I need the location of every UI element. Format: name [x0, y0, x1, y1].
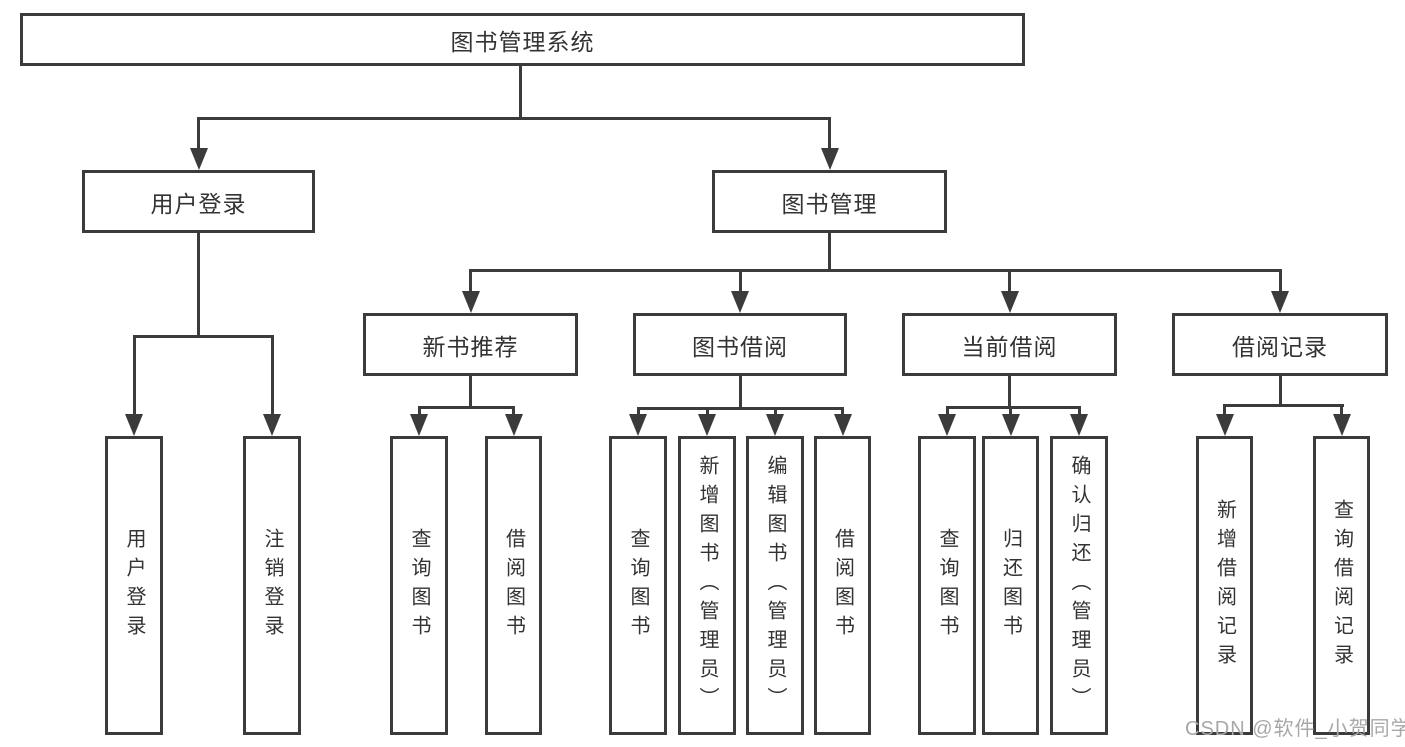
connector-segment	[1223, 404, 1226, 416]
node-book-borrow: 图书借阅	[633, 313, 847, 376]
leaf-add-books-admin: 新增图书（管理员）	[678, 436, 736, 735]
leaf-logout-label: 注销登录	[261, 527, 283, 644]
leaf-logout: 注销登录	[243, 436, 301, 735]
leaf-query-books-borrow: 查询图书	[609, 436, 667, 735]
leaf-query-books-newbook: 查询图书	[390, 436, 448, 735]
node-borrow-records-label: 借阅记录	[1232, 333, 1328, 360]
node-user-login-label: 用户登录	[150, 190, 247, 217]
arrow-down-icon	[731, 291, 749, 313]
arrow-down-icon	[1002, 414, 1020, 436]
leaf-borrow-books-newbook-label: 借阅图书	[502, 527, 525, 644]
leaf-query-books-newbook-label: 查询图书	[408, 527, 430, 644]
leaf-user-login-label: 用户登录	[123, 527, 145, 644]
node-book-management-label: 图书管理	[781, 190, 878, 217]
node-user-login: 用户登录	[82, 170, 315, 233]
arrow-down-icon	[1070, 414, 1088, 436]
connector-segment	[946, 406, 949, 416]
leaf-edit-books-admin: 编辑图书（管理员）	[746, 436, 804, 735]
connector-segment	[1008, 269, 1011, 293]
arrow-down-icon	[1001, 291, 1019, 313]
arrow-down-icon	[263, 414, 281, 436]
node-borrow-records: 借阅记录	[1172, 313, 1388, 376]
arrow-down-icon	[938, 414, 956, 436]
arrow-down-icon	[505, 414, 523, 436]
connector-segment	[637, 407, 844, 410]
connector-segment	[1223, 404, 1344, 407]
connector-segment	[469, 269, 1282, 272]
arrow-down-icon	[125, 414, 143, 436]
connector-segment	[1340, 404, 1343, 416]
arrow-down-icon	[834, 414, 852, 436]
connector-segment	[1009, 406, 1012, 416]
node-new-book-recommend-label: 新书推荐	[422, 333, 519, 360]
leaf-confirm-return-admin: 确认归还（管理员）	[1050, 436, 1108, 735]
connector-segment	[706, 407, 709, 416]
connector-segment	[418, 406, 421, 416]
leaf-borrow-books-newbook: 借阅图书	[485, 436, 542, 735]
arrow-down-icon	[766, 414, 784, 436]
leaf-add-books-admin-label: 新增图书（管理员）	[696, 455, 718, 716]
connector-segment	[469, 269, 472, 293]
leaf-add-borrow-record-label: 新增借阅记录	[1213, 498, 1236, 673]
arrow-down-icon	[1216, 414, 1234, 436]
leaf-borrow-books-borrow: 借阅图书	[814, 436, 871, 735]
connector-segment	[774, 407, 777, 416]
csdn-watermark: CSDN @软件_小贺同学	[1185, 718, 1405, 740]
connector-segment	[197, 117, 200, 150]
leaf-borrow-books-borrow-label: 借阅图书	[831, 527, 854, 644]
node-current-borrow-label: 当前借阅	[961, 333, 1058, 360]
connector-segment	[1078, 406, 1081, 416]
connector-segment	[828, 233, 831, 272]
node-current-borrow: 当前借阅	[902, 313, 1117, 376]
node-book-management: 图书管理	[712, 170, 947, 233]
connector-segment	[418, 406, 515, 409]
arrow-down-icon	[698, 414, 716, 436]
leaf-return-books: 归还图书	[982, 436, 1039, 735]
leaf-query-borrow-record: 查询借阅记录	[1313, 436, 1370, 735]
connector-segment	[739, 269, 742, 293]
connector-segment	[739, 376, 742, 410]
connector-segment	[133, 335, 273, 338]
arrow-down-icon	[462, 291, 480, 313]
arrow-down-icon	[1333, 414, 1351, 436]
leaf-query-borrow-record-label: 查询借阅记录	[1330, 498, 1353, 673]
arrow-down-icon	[821, 148, 839, 170]
leaf-confirm-return-admin-label: 确认归还（管理员）	[1068, 455, 1090, 716]
node-book-borrow-label: 图书借阅	[692, 333, 788, 360]
connector-segment	[198, 117, 831, 120]
connector-segment	[133, 335, 136, 416]
node-root-system: 图书管理系统	[20, 13, 1025, 66]
connector-segment	[512, 406, 515, 416]
connector-segment	[637, 407, 640, 416]
connector-segment	[828, 117, 831, 150]
connector-segment	[197, 233, 200, 338]
arrow-down-icon	[410, 414, 428, 436]
connector-segment	[946, 406, 1081, 409]
leaf-return-books-label: 归还图书	[999, 527, 1022, 644]
connector-segment	[271, 335, 274, 416]
connector-segment	[519, 66, 522, 117]
connector-segment	[1279, 376, 1282, 407]
leaf-edit-books-admin-label: 编辑图书（管理员）	[764, 455, 786, 716]
leaf-query-books-current-label: 查询图书	[936, 527, 958, 644]
connector-segment	[841, 407, 844, 416]
connector-segment	[1008, 376, 1011, 409]
connector-segment	[469, 376, 472, 409]
node-root-label: 图书管理系统	[450, 28, 595, 55]
node-new-book-recommend: 新书推荐	[363, 313, 578, 376]
arrow-down-icon	[629, 414, 647, 436]
leaf-add-borrow-record: 新增借阅记录	[1196, 436, 1253, 735]
leaf-user-login: 用户登录	[105, 436, 163, 735]
connector-segment	[1279, 269, 1282, 293]
arrow-down-icon	[1271, 291, 1289, 313]
leaf-query-books-borrow-label: 查询图书	[627, 527, 649, 644]
leaf-query-books-current: 查询图书	[918, 436, 976, 735]
arrow-down-icon	[190, 148, 208, 170]
